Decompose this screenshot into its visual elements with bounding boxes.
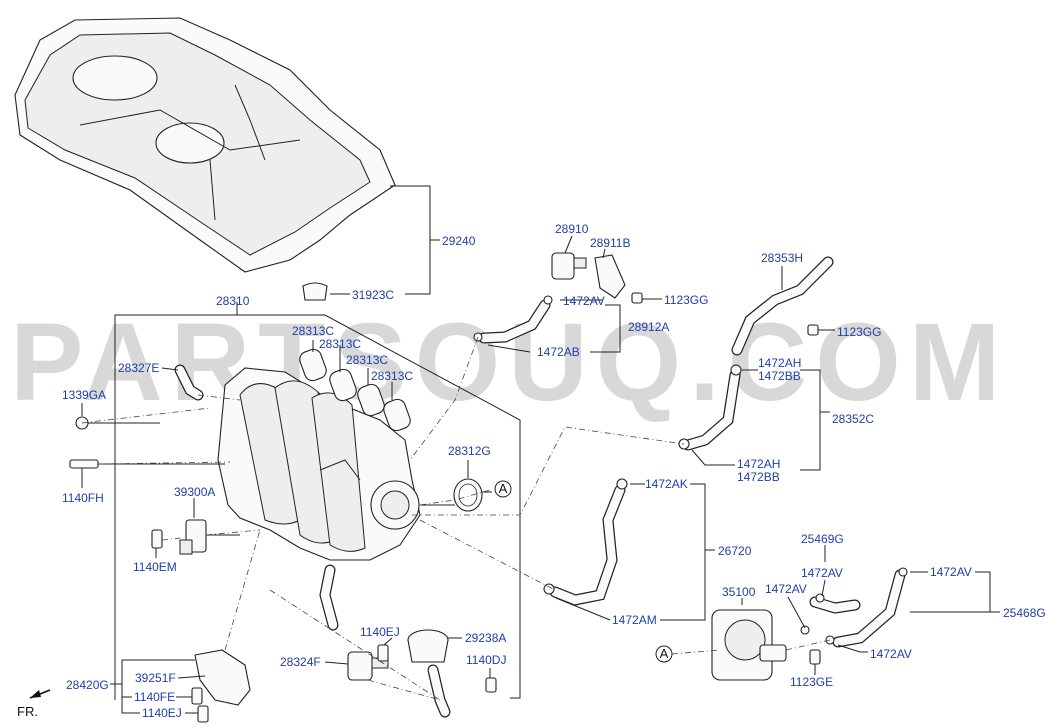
label-28912a[interactable]: 28912A	[628, 320, 669, 334]
label-1123gg-2[interactable]: 1123GG	[837, 325, 881, 339]
svg-text:A: A	[660, 646, 669, 661]
label-1472ah-1[interactable]: 1472AH	[758, 356, 801, 370]
clamp-1472av-3[interactable]	[800, 625, 810, 635]
front-arrow: FR.	[17, 689, 51, 719]
gasket-28313c-1[interactable]	[298, 347, 329, 383]
label-1472av-4[interactable]: 1472AV	[930, 565, 972, 579]
clamp-1472ah-1[interactable]	[730, 364, 742, 376]
label-28313c-2[interactable]: 28313C	[319, 337, 361, 351]
label-28313c-3[interactable]: 28313C	[346, 353, 388, 367]
pipe-28353h[interactable]	[731, 256, 834, 356]
label-1472ak[interactable]: 1472AK	[645, 477, 688, 491]
pcv-hose[interactable]	[319, 564, 339, 631]
throttle-body-35100[interactable]	[711, 609, 787, 681]
hose-28352c[interactable]	[682, 369, 741, 451]
clamp-1472am[interactable]	[543, 583, 555, 595]
label-28420g[interactable]: 28420G	[66, 678, 109, 692]
bolt-1140fh[interactable]	[69, 459, 99, 469]
svg-text:A: A	[499, 481, 508, 496]
label-1140em[interactable]: 1140EM	[133, 560, 177, 574]
label-1140ej-1[interactable]: 1140EJ	[360, 625, 400, 639]
label-31923c[interactable]: 31923C	[352, 288, 394, 302]
ref-circle-a-2: A	[655, 645, 673, 663]
bolt-1140ej-1[interactable]	[377, 644, 389, 662]
clamp-1472av-2[interactable]	[815, 593, 825, 603]
label-28313c-4[interactable]: 28313C	[371, 369, 413, 383]
gasket-28313c-2[interactable]	[328, 367, 359, 403]
valve-28324f[interactable]	[347, 651, 389, 681]
label-1140fe[interactable]: 1140FE	[134, 690, 175, 704]
clamp-1472ak[interactable]	[616, 478, 628, 490]
bracket-28420g[interactable]	[194, 649, 251, 706]
label-28312g[interactable]: 28312G	[448, 444, 491, 458]
hose-actuator[interactable]	[427, 664, 451, 718]
part-labels: 29240 31923C 28310 28313C 28313C 28313C …	[62, 222, 1046, 720]
label-28910[interactable]: 28910	[555, 222, 589, 236]
hose-28912a[interactable]	[478, 299, 551, 344]
label-25468g[interactable]: 25468G	[1003, 606, 1046, 620]
label-28327e[interactable]: 28327E	[118, 361, 159, 375]
label-1472ab[interactable]: 1472AB	[537, 345, 580, 359]
engine-cover[interactable]	[14, 17, 396, 273]
hose-28327e[interactable]	[174, 364, 204, 401]
gasket-28313c-3[interactable]	[356, 382, 387, 418]
valve-28910[interactable]	[551, 252, 587, 280]
label-28353h[interactable]: 28353H	[761, 251, 803, 265]
bolt-1123gg-2[interactable]	[807, 324, 819, 336]
label-1140fh[interactable]: 1140FH	[62, 491, 104, 505]
label-39251f[interactable]: 39251F	[135, 671, 176, 685]
label-1123ge[interactable]: 1123GE	[790, 675, 833, 689]
bolt-1140ej-2[interactable]	[197, 705, 209, 723]
label-28352c[interactable]: 28352C	[832, 412, 874, 426]
label-1123gg-1[interactable]: 1123GG	[664, 293, 708, 307]
label-35100[interactable]: 35100	[722, 585, 756, 599]
sensor-39300a[interactable]	[179, 519, 207, 555]
clamp-1472av-1[interactable]	[543, 295, 553, 305]
hose-25469g[interactable]	[809, 596, 861, 614]
gasket-28312g[interactable]	[453, 478, 483, 512]
label-28313c-1[interactable]: 28313C	[292, 324, 334, 338]
label-26720[interactable]: 26720	[718, 544, 752, 558]
hose-26720[interactable]	[549, 484, 626, 606]
label-1339ga[interactable]: 1339GA	[62, 388, 106, 402]
label-1472bb-1[interactable]: 1472BB	[758, 369, 801, 383]
bolt-1140dj[interactable]	[485, 677, 497, 693]
clamp-1472av-4[interactable]	[898, 567, 908, 577]
label-1472ah-2[interactable]: 1472AH	[737, 457, 780, 471]
actuator-29238a[interactable]	[407, 629, 449, 663]
bracket-28911b[interactable]	[594, 254, 626, 299]
ref-circle-a-1: A	[494, 480, 512, 498]
watermark: PARTSOUQ.COM	[10, 301, 1008, 424]
hose-25468g[interactable]	[832, 569, 906, 648]
dashed-connection-lines	[81, 336, 831, 701]
clamp-1472av-5[interactable]	[825, 635, 835, 645]
label-1472av-2[interactable]: 1472AV	[801, 566, 843, 580]
bolt-1140em[interactable]	[151, 529, 163, 549]
label-25469g[interactable]: 25469G	[801, 532, 844, 546]
svg-text:FR.: FR.	[17, 704, 38, 719]
bolt-1123gg-1[interactable]	[631, 292, 643, 304]
label-1140ej-2[interactable]: 1140EJ	[142, 706, 182, 720]
label-28324f[interactable]: 28324F	[280, 655, 321, 669]
label-29240[interactable]: 29240	[442, 234, 476, 248]
label-1140dj[interactable]: 1140DJ	[466, 653, 506, 667]
grommet-31923c[interactable]	[302, 282, 328, 301]
bolt-1123ge[interactable]	[809, 649, 821, 665]
label-1472av-1[interactable]: 1472AV	[563, 294, 605, 308]
label-29238a[interactable]: 29238A	[465, 631, 506, 645]
bolt-1140fe[interactable]	[191, 687, 203, 705]
label-1472av-5[interactable]: 1472AV	[870, 647, 912, 661]
label-1472av-3[interactable]: 1472AV	[765, 582, 807, 596]
gasket-28313c-4[interactable]	[382, 397, 413, 433]
label-28310[interactable]: 28310	[216, 294, 250, 308]
label-39300a[interactable]: 39300A	[174, 485, 215, 499]
label-28911b[interactable]: 28911B	[590, 236, 630, 250]
leader-lines	[81, 185, 1000, 714]
label-1472bb-2[interactable]: 1472BB	[737, 470, 780, 484]
label-1472am[interactable]: 1472AM	[612, 613, 657, 627]
